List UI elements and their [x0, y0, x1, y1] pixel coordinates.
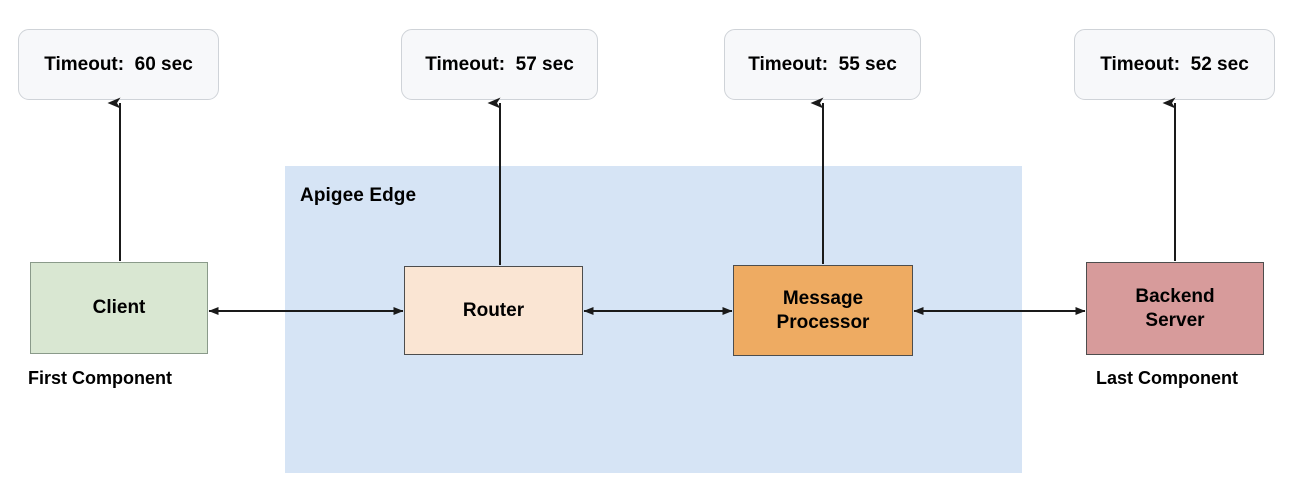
timeout-label-backend: Timeout: 52 sec — [1100, 53, 1249, 75]
component-box-message-processor: Message Processor — [733, 265, 913, 356]
caption-first-component: First Component — [28, 368, 172, 388]
component-label-message-processor: Message Processor — [776, 287, 870, 333]
apigee-edge-label: Apigee Edge — [300, 185, 417, 206]
timeout-label-router: Timeout: 57 sec — [425, 53, 574, 75]
timeout-box-backend: Timeout: 52 sec — [1074, 29, 1275, 100]
timeout-box-mp: Timeout: 55 sec — [724, 29, 921, 100]
timeout-label-mp: Timeout: 55 sec — [748, 53, 897, 75]
timeout-box-router: Timeout: 57 sec — [401, 29, 598, 100]
timeout-label-client: Timeout: 60 sec — [44, 53, 193, 75]
component-label-router: Router — [462, 299, 525, 321]
component-label-client: Client — [92, 297, 146, 319]
caption-last-component: Last Component — [1096, 368, 1238, 388]
component-box-router: Router — [404, 266, 583, 355]
component-box-client: Client — [30, 262, 208, 354]
timeout-box-client: Timeout: 60 sec — [18, 29, 219, 100]
component-label-backend-server: Backend Server — [1135, 285, 1215, 331]
component-box-backend-server: Backend Server — [1086, 262, 1264, 355]
